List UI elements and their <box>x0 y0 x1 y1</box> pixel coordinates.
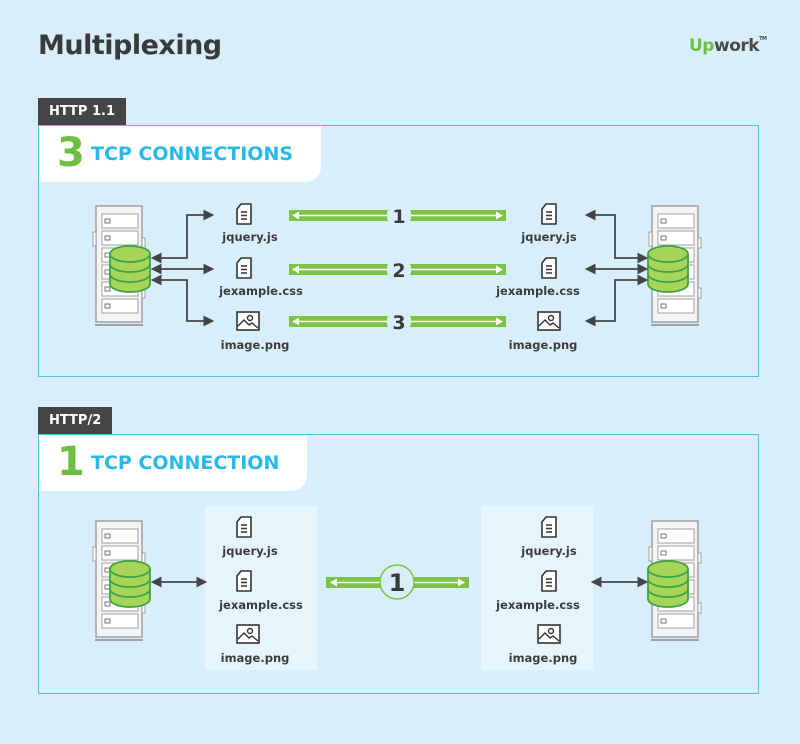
file-label: jexample.css <box>219 598 303 612</box>
document-icon <box>541 203 557 225</box>
file-label: jquery.js <box>521 230 577 244</box>
arrow-left-1 <box>150 209 215 264</box>
document-icon <box>236 570 252 592</box>
document-icon <box>236 516 252 538</box>
connection-number: 2 <box>392 260 405 282</box>
file-label: image.png <box>220 651 290 665</box>
http11-header: 3 TCP CONNECTIONS <box>39 126 321 182</box>
database-icon <box>647 560 689 608</box>
http2-header: 1 TCP CONNECTION <box>39 435 307 491</box>
http2-panel: 1 TCP CONNECTION <box>38 434 759 694</box>
file-label: jexample.css <box>219 284 303 298</box>
http11-tag: HTTP 1.1 <box>38 98 126 125</box>
http2-right-file-group <box>481 506 593 670</box>
connection-bar-1: 1 <box>289 206 506 228</box>
document-icon <box>541 257 557 279</box>
http2-heading: TCP CONNECTION <box>91 452 280 474</box>
document-icon <box>541 516 557 538</box>
file-label: jquery.js <box>222 230 278 244</box>
file-label: jexample.css <box>496 284 580 298</box>
arrow-left-3 <box>150 274 215 327</box>
file-label: jquery.js <box>222 544 278 558</box>
logo-up: Up <box>689 36 714 56</box>
file-label: jquery.js <box>521 544 577 558</box>
connection-bar-2: 2 <box>289 260 506 282</box>
connection-number: 3 <box>392 312 405 334</box>
arrow-right-3 <box>584 274 649 327</box>
arrow-right-1 <box>584 209 649 264</box>
page-title: Multiplexing <box>38 30 222 61</box>
connection-number: 1 <box>389 569 406 597</box>
upwork-logo: UpworkTM <box>689 36 767 56</box>
http2-connection-bar: 1 <box>326 564 469 600</box>
http2-left-file-group <box>205 506 317 670</box>
document-icon <box>541 570 557 592</box>
logo-work: work <box>713 36 760 56</box>
document-icon <box>236 257 252 279</box>
image-icon <box>236 624 260 644</box>
database-icon <box>109 245 151 293</box>
database-icon <box>109 560 151 608</box>
document-icon <box>236 203 252 225</box>
image-icon <box>537 311 561 331</box>
file-label: image.png <box>508 651 578 665</box>
file-label: image.png <box>508 338 578 352</box>
http2-count: 1 <box>57 439 85 485</box>
http2-tag: HTTP/2 <box>38 407 113 434</box>
http11-heading: TCP CONNECTIONS <box>91 143 294 165</box>
file-label: image.png <box>220 338 290 352</box>
file-label: jexample.css <box>496 598 580 612</box>
http11-count: 3 <box>57 130 85 176</box>
database-icon <box>647 245 689 293</box>
connection-number: 1 <box>392 206 405 228</box>
image-icon <box>537 624 561 644</box>
connection-bar-3: 3 <box>289 312 506 334</box>
image-icon <box>236 311 260 331</box>
logo-tm: TM <box>759 36 767 42</box>
